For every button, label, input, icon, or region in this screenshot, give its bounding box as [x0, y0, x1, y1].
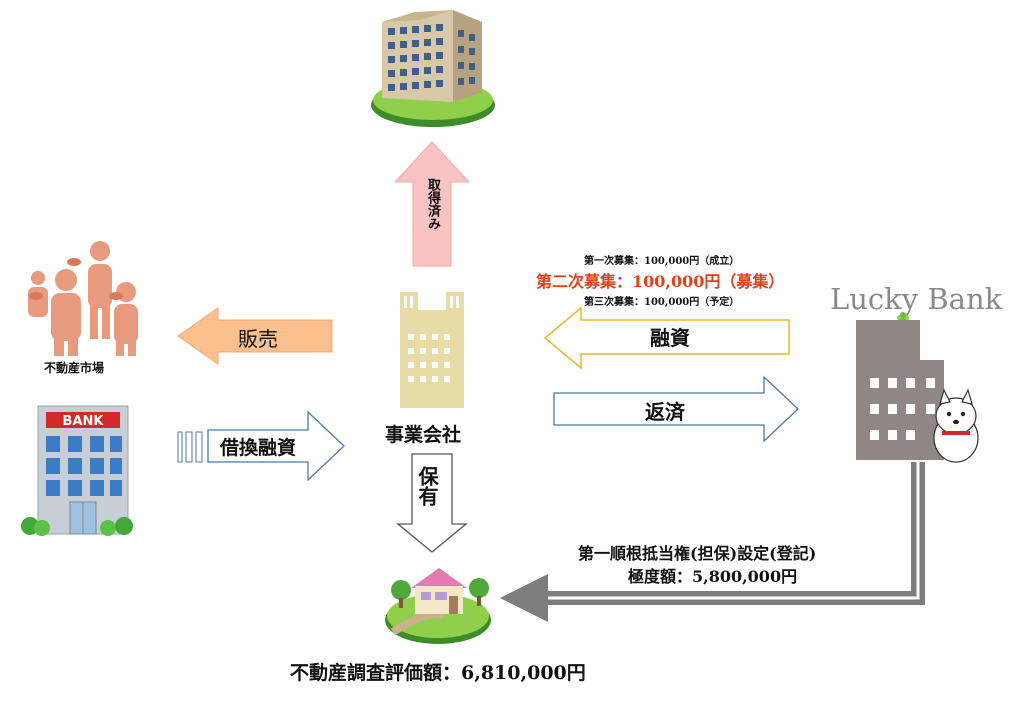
refinance-arrow-label: 借換融資	[220, 437, 297, 459]
acquired-arrow	[393, 141, 471, 267]
collateral-arrow	[500, 462, 925, 622]
acquired-building-icon	[371, 10, 495, 127]
fundraising-third-round: 第三次募集：100,000円（予定）	[584, 297, 740, 308]
holding-arrow-label: 保有	[415, 466, 439, 506]
holding-arrow	[396, 453, 468, 553]
bank-sign: BANK	[63, 414, 105, 429]
bank-building-icon: BANK	[21, 405, 133, 536]
mortgage-line-1: 第一順根抵当権(担保)設定(登記)	[578, 544, 817, 563]
acquired-arrow-label: 取得済み	[425, 178, 440, 230]
lucky-bank-logo: Lucky Bank	[830, 282, 1002, 316]
sale-arrow-label: 販売	[238, 327, 278, 351]
dog-icon	[933, 388, 979, 463]
mortgage-line-2: 極度額：5,800,000円	[628, 567, 798, 586]
fundraising-second-round: 第二次募集：100,000円（募集）	[536, 272, 785, 291]
company-label: 事業会社	[385, 424, 462, 446]
real-estate-market-label: 不動産市場	[44, 361, 105, 375]
house-property-icon	[385, 568, 491, 644]
repayment-arrow-label: 返済	[645, 400, 685, 424]
lucky-bank-logo-text: Lucky	[830, 282, 928, 316]
company-building-icon	[400, 292, 464, 408]
real-estate-market-people-icon	[28, 241, 138, 356]
property-appraisal: 不動産調査評価額：6,810,000円	[290, 662, 586, 684]
fundraising-first-round: 第一次募集：100,000円（成立）	[584, 256, 740, 267]
financing-arrow	[543, 306, 790, 370]
lucky-bank-building-icon	[856, 320, 979, 463]
lucky-bank-logo-bank: Bank	[927, 282, 1003, 316]
refinance-arrow	[177, 410, 345, 482]
financing-arrow-label: 融資	[650, 326, 690, 350]
repayment-arrow	[553, 375, 799, 443]
sale-arrow	[177, 307, 333, 365]
